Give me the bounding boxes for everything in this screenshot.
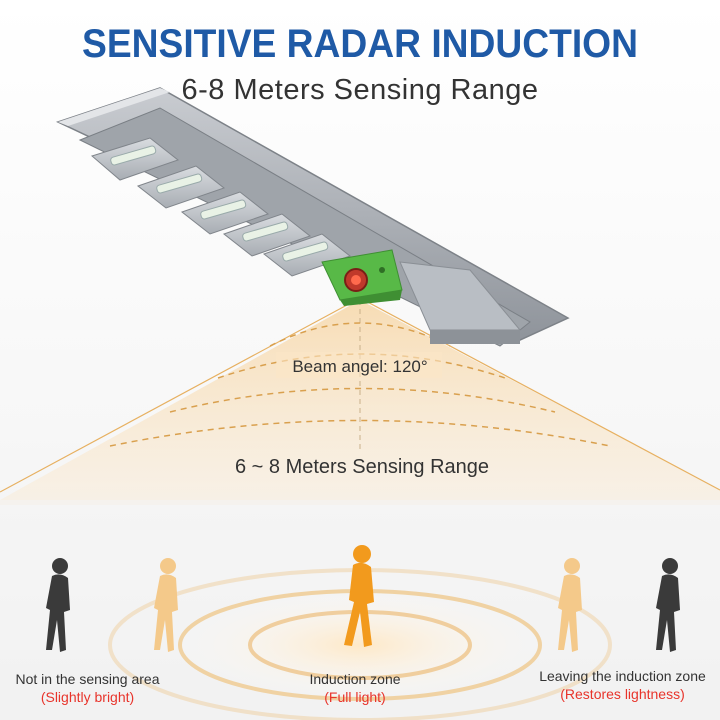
- zone-label: Not in the sensing area: [15, 671, 160, 687]
- page-title: SENSITIVE RADAR INDUCTION: [82, 22, 638, 66]
- beam-arc-4: [109, 419, 611, 447]
- panel-top-edge: [58, 88, 170, 126]
- zone-caption-leaving: Leaving the induction zone (Restores lig…: [525, 667, 720, 703]
- sensing-range-label: 6 ~ 8 Meters Sensing Range: [235, 456, 489, 478]
- person-right-outside-icon: [656, 558, 680, 652]
- zone-note: (Restores lightness): [560, 686, 685, 702]
- beam-arc-3: [169, 387, 556, 413]
- led-module-3: [180, 191, 270, 235]
- floor-glow: [170, 587, 550, 703]
- battery-box-side: [430, 330, 520, 344]
- led-module-1: [90, 137, 180, 181]
- zone-note: (Slightly bright): [40, 689, 135, 705]
- street-light: [55, 87, 570, 347]
- beam-label-bg: [276, 352, 442, 378]
- beam-angle-label: Beam angel: 120°: [292, 357, 427, 376]
- beam-edge-right: [359, 297, 720, 491]
- zone-label: Leaving the induction zone: [539, 668, 706, 684]
- beam-arc-1: [269, 322, 451, 347]
- page-subtitle: 6-8 Meters Sensing Range: [181, 74, 539, 106]
- zone-label: Induction zone: [309, 671, 401, 687]
- led-module-2: [136, 165, 226, 209]
- person-left-approaching-icon: [154, 558, 178, 652]
- zone-note: (Full light): [324, 689, 386, 705]
- person-left-outside-icon: [46, 558, 70, 652]
- led-module-5: [262, 233, 352, 277]
- person-center-active-icon: [344, 545, 374, 647]
- person-right-leaving-icon: [558, 558, 582, 652]
- radar-sensor: [321, 249, 403, 306]
- zone-caption-outside: Not in the sensing area (Slightly bright…: [0, 670, 175, 706]
- beam-edge-left: [0, 297, 361, 493]
- led-module-4: [222, 213, 312, 257]
- zone-caption-induction: Induction zone (Full light): [290, 670, 420, 706]
